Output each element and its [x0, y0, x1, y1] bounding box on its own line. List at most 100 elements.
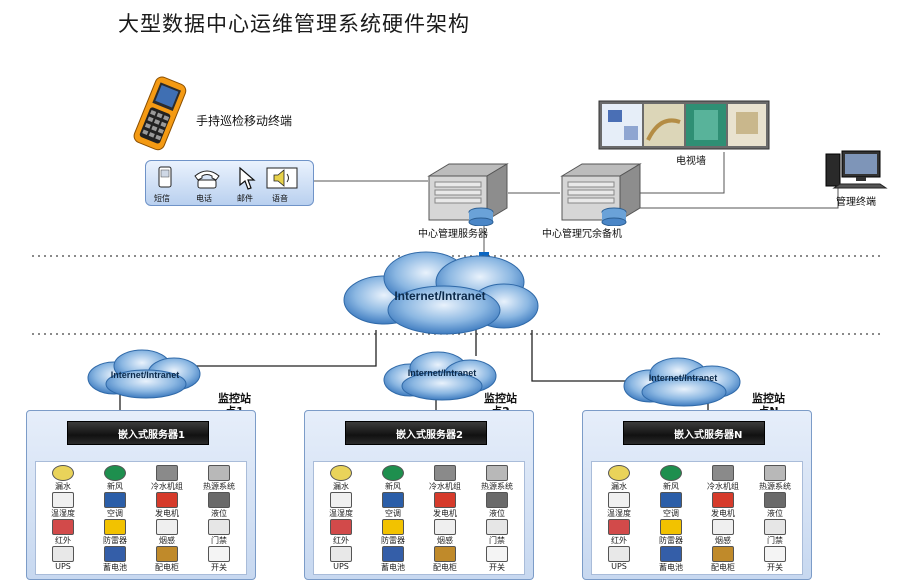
device-liquid-level: 液位	[474, 492, 520, 519]
ups-icon	[52, 546, 74, 562]
tv-wall-label: 电视墙	[676, 156, 706, 167]
device-label: 开关	[767, 563, 783, 572]
switch-icon	[486, 546, 508, 562]
notify-sms-label: 短信	[154, 194, 170, 203]
device-label: 发电机	[433, 509, 457, 518]
device-label: UPS	[333, 562, 349, 571]
temp-humidity-icon	[330, 492, 352, 508]
device-liquid-level: 液位	[196, 492, 242, 519]
station-2-cloud-label: Internet/Intranet	[407, 368, 477, 378]
device-temp-humidity: 温湿度	[40, 492, 86, 519]
device-label: 液位	[767, 509, 783, 518]
air-conditioner-icon	[104, 492, 126, 508]
device-label: 门禁	[489, 536, 505, 545]
device-fresh-air: 新风	[648, 465, 694, 492]
fresh-air-icon	[382, 465, 404, 481]
device-label: 漏水	[55, 482, 71, 491]
device-battery: 蓄电池	[648, 546, 694, 573]
heat-source-icon	[764, 465, 786, 481]
liquid-level-icon	[208, 492, 230, 508]
chiller-icon	[434, 465, 456, 481]
device-distribution: 配电柜	[700, 546, 746, 573]
device-label: 红外	[611, 536, 627, 545]
device-infrared: 红外	[318, 519, 364, 546]
device-leak: 漏水	[318, 465, 364, 492]
device-surge-protector: 防雷器	[370, 519, 416, 546]
device-battery: 蓄电池	[370, 546, 416, 573]
surge-protector-icon	[104, 519, 126, 535]
notify-email-label: 邮件	[237, 194, 253, 203]
ups-icon	[608, 546, 630, 562]
page-title: 大型数据中心运维管理系统硬件架构	[118, 12, 470, 36]
backup-server-label: 中心管理冗余备机	[542, 229, 622, 240]
device-leak: 漏水	[40, 465, 86, 492]
device-label: 新风	[385, 482, 401, 491]
device-label: 冷水机组	[429, 482, 461, 491]
device-generator: 发电机	[144, 492, 190, 519]
leak-icon	[608, 465, 630, 481]
device-chiller: 冷水机组	[422, 465, 468, 492]
generator-icon	[712, 492, 734, 508]
device-label: 防雷器	[103, 536, 127, 545]
speaker-icon	[266, 167, 298, 189]
liquid-level-icon	[764, 492, 786, 508]
access-control-icon	[486, 519, 508, 535]
device-heat-source: 热源系统	[474, 465, 520, 492]
device-infrared: 红外	[40, 519, 86, 546]
infrared-icon	[52, 519, 74, 535]
management-terminal-icon	[825, 150, 888, 189]
device-label: 防雷器	[381, 536, 405, 545]
central-server-label: 中心管理服务器	[418, 229, 488, 240]
generator-icon	[156, 492, 178, 508]
device-label: 新风	[107, 482, 123, 491]
device-label: 红外	[333, 536, 349, 545]
embedded-server-2: 嵌入式服务器2	[345, 421, 487, 445]
telephone-icon	[194, 170, 220, 189]
distribution-icon	[434, 546, 456, 562]
surge-protector-icon	[660, 519, 682, 535]
device-temp-humidity: 温湿度	[596, 492, 642, 519]
device-label: 热源系统	[759, 482, 791, 491]
smoke-icon	[712, 519, 734, 535]
distribution-icon	[156, 546, 178, 562]
leak-icon	[330, 465, 352, 481]
device-label: 开关	[211, 563, 227, 572]
infrared-icon	[608, 519, 630, 535]
phone-icon	[158, 166, 172, 188]
device-surge-protector: 防雷器	[648, 519, 694, 546]
device-label: 门禁	[211, 536, 227, 545]
device-label: 漏水	[333, 482, 349, 491]
device-label: 漏水	[611, 482, 627, 491]
device-surge-protector: 防雷器	[92, 519, 138, 546]
device-heat-source: 热源系统	[196, 465, 242, 492]
cursor-icon	[239, 166, 256, 190]
device-label: 发电机	[711, 509, 735, 518]
device-label: 新风	[663, 482, 679, 491]
device-ups: UPS	[596, 546, 642, 571]
device-label: 蓄电池	[103, 563, 127, 572]
battery-icon	[382, 546, 404, 562]
liquid-level-icon	[486, 492, 508, 508]
device-temp-humidity: 温湿度	[318, 492, 364, 519]
device-label: 空调	[107, 509, 123, 518]
smoke-icon	[434, 519, 456, 535]
device-label: 温湿度	[51, 509, 75, 518]
device-battery: 蓄电池	[92, 546, 138, 573]
access-control-icon	[764, 519, 786, 535]
device-infrared: 红外	[596, 519, 642, 546]
station-1-cloud-label: Internet/Intranet	[110, 370, 180, 380]
device-access-control: 门禁	[752, 519, 798, 546]
device-smoke: 烟感	[144, 519, 190, 546]
device-label: 配电柜	[433, 563, 457, 572]
device-label: 门禁	[767, 536, 783, 545]
device-label: 配电柜	[711, 563, 735, 572]
device-label: 冷水机组	[151, 482, 183, 491]
infrared-icon	[330, 519, 352, 535]
device-smoke: 烟感	[422, 519, 468, 546]
heat-source-icon	[208, 465, 230, 481]
device-label: 配电柜	[155, 563, 179, 572]
temp-humidity-icon	[52, 492, 74, 508]
